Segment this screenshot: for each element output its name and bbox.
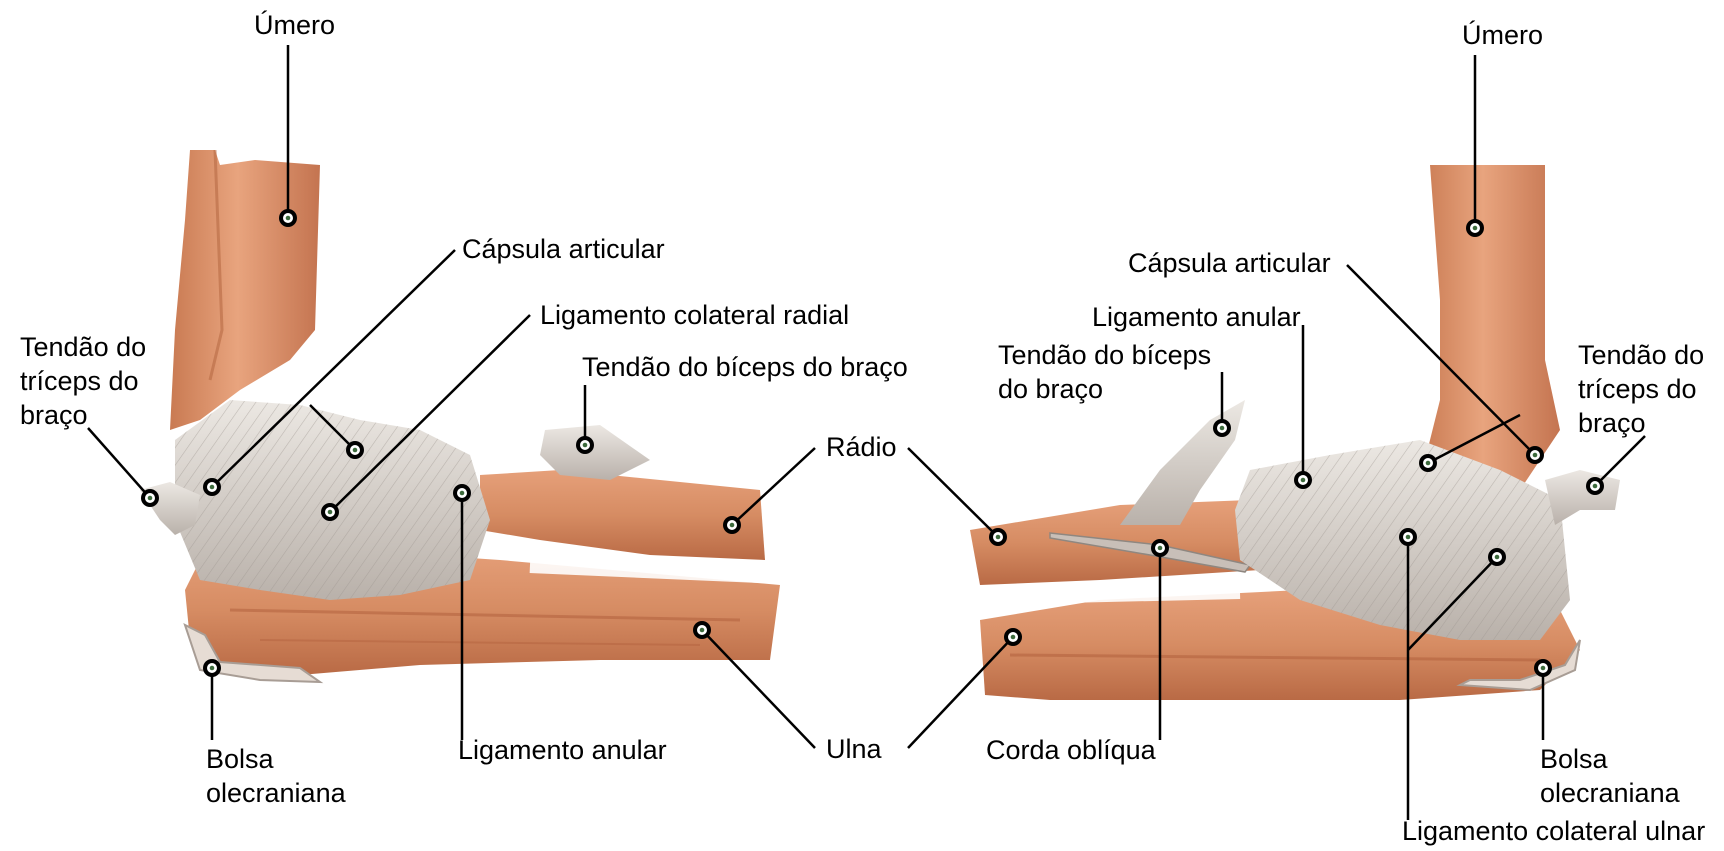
marker-left-lig-anular bbox=[453, 484, 471, 502]
label-right-capsula-articular: Cápsula articular bbox=[1128, 246, 1331, 280]
marker-left-bolsa bbox=[203, 659, 221, 677]
label-left-tendao-triceps: Tendão do tríceps do braço bbox=[20, 330, 146, 432]
label-right-tendao-triceps: Tendão do tríceps do braço bbox=[1578, 338, 1704, 440]
marker-right-capsula-b bbox=[1419, 454, 1437, 472]
label-right-corda-obliqua: Corda oblíqua bbox=[986, 733, 1156, 767]
label-right-umero: Úmero bbox=[1462, 18, 1543, 52]
marker-right-lig-colateral-ulnar-b bbox=[1488, 548, 1506, 566]
leader-left-radio bbox=[732, 448, 815, 525]
label-left-tendao-biceps: Tendão do bíceps do braço bbox=[582, 350, 908, 384]
label-left-capsula-articular: Cápsula articular bbox=[462, 232, 665, 266]
label-left-umero: Úmero bbox=[254, 8, 335, 42]
marker-left-triceps bbox=[141, 489, 159, 507]
label-left-radio: Rádio bbox=[826, 430, 897, 464]
leader-left-triceps bbox=[88, 428, 150, 498]
marker-right-lig-anular bbox=[1294, 471, 1312, 489]
marker-left-lig-colateral-radial bbox=[321, 503, 339, 521]
label-left-bolsa-olecraniana: Bolsa olecraniana bbox=[206, 742, 346, 810]
label-right-ligamento-colateral-ulnar: Ligamento colateral ulnar bbox=[1402, 814, 1705, 848]
label-left-ligamento-anular: Ligamento anular bbox=[458, 733, 667, 767]
marker-left-capsula-b bbox=[346, 441, 364, 459]
label-left-ulna: Ulna bbox=[826, 732, 882, 766]
label-left-ligamento-colateral-radial: Ligamento colateral radial bbox=[540, 298, 849, 332]
marker-left-radio bbox=[723, 516, 741, 534]
left-humerus bbox=[170, 150, 320, 430]
label-right-tendao-biceps: Tendão do bíceps do braço bbox=[998, 338, 1211, 406]
marker-left-biceps bbox=[576, 436, 594, 454]
marker-right-bolsa bbox=[1534, 659, 1552, 677]
leader-right-triceps bbox=[1595, 436, 1645, 486]
marker-right-umero bbox=[1466, 219, 1484, 237]
marker-right-lig-colateral-ulnar-a bbox=[1399, 528, 1417, 546]
label-right-ligamento-anular: Ligamento anular bbox=[1092, 300, 1301, 334]
marker-right-triceps bbox=[1586, 477, 1604, 495]
right-triceps-tendon bbox=[1545, 470, 1620, 525]
marker-right-radio bbox=[989, 528, 1007, 546]
marker-right-corda bbox=[1151, 539, 1169, 557]
marker-left-capsula-a bbox=[203, 478, 221, 496]
leader-right-radio bbox=[908, 448, 998, 537]
left-elbow-illustration bbox=[140, 150, 780, 682]
marker-right-biceps bbox=[1213, 419, 1231, 437]
left-radius bbox=[480, 470, 765, 560]
marker-left-umero bbox=[279, 209, 297, 227]
marker-right-ulna bbox=[1004, 628, 1022, 646]
label-right-bolsa-olecraniana: Bolsa olecraniana bbox=[1540, 742, 1680, 810]
marker-left-ulna bbox=[693, 621, 711, 639]
marker-right-capsula-a bbox=[1526, 446, 1544, 464]
